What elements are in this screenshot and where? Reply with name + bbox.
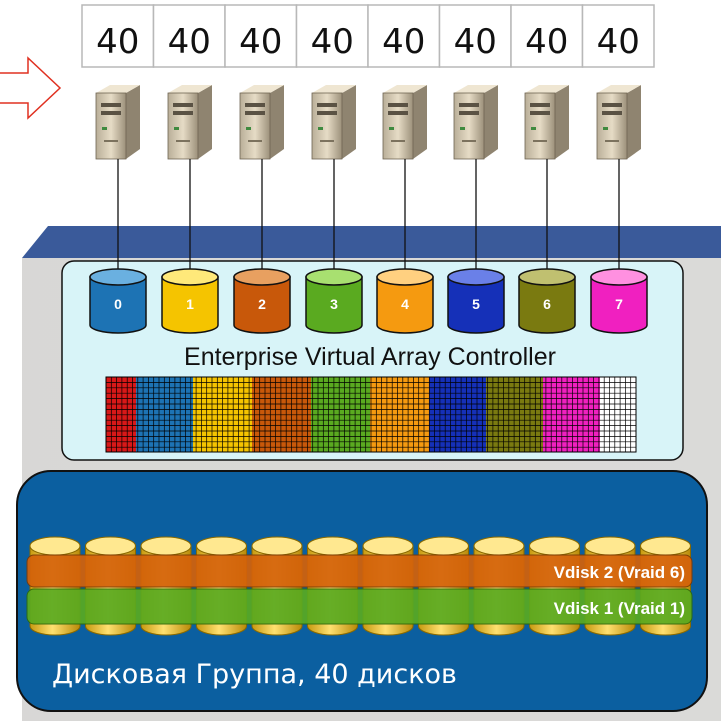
lun-cylinder-6: 6 bbox=[518, 268, 576, 334]
host-count-value: 40 bbox=[454, 22, 497, 62]
server-icon bbox=[453, 85, 498, 160]
lun-label: 4 bbox=[401, 296, 409, 312]
host-count-value: 40 bbox=[239, 22, 282, 62]
host-count-cell: 40 bbox=[81, 4, 155, 68]
virtualization-grid bbox=[105, 376, 637, 453]
lun-cylinder-4: 4 bbox=[376, 268, 434, 334]
lun-label: 5 bbox=[472, 296, 480, 312]
lun-label: 7 bbox=[615, 296, 623, 312]
lun-cylinder-7: 7 bbox=[590, 268, 648, 334]
host-count-value: 40 bbox=[96, 22, 139, 62]
lun-label: 3 bbox=[330, 296, 338, 312]
vdisk-1-label: Vdisk 1 (Vraid 1) bbox=[554, 599, 685, 618]
server-icon bbox=[311, 85, 356, 160]
host-count-value: 40 bbox=[311, 22, 354, 62]
host-count-cell: 40 bbox=[510, 4, 584, 68]
controller-label: Enterprise Virtual Array Controller bbox=[184, 343, 556, 371]
lun-cylinder-2: 2 bbox=[233, 268, 291, 334]
host-count-value: 40 bbox=[597, 22, 640, 62]
host-count-cell: 40 bbox=[295, 4, 369, 68]
vdisk-2-label: Vdisk 2 (Vraid 6) bbox=[554, 563, 685, 582]
hosts-arrow bbox=[0, 56, 62, 120]
host-count-value: 40 bbox=[168, 22, 211, 62]
host-count-cell: 40 bbox=[224, 4, 298, 68]
lun-label: 1 bbox=[186, 296, 194, 312]
host-count-cell: 40 bbox=[152, 4, 226, 68]
server-icon bbox=[524, 85, 569, 160]
grid-lines bbox=[105, 376, 637, 452]
vdisk-2-band: Vdisk 2 (Vraid 6) bbox=[26, 554, 693, 588]
host-count-row: 40 40 40 40 40 40 40 40 bbox=[81, 4, 655, 68]
lun-cylinders: 0 1 2 3 4 5 6 7 bbox=[89, 268, 648, 334]
host-servers bbox=[95, 85, 641, 160]
vdisk-1-band: Vdisk 1 (Vraid 1) bbox=[26, 588, 693, 625]
host-count-value: 40 bbox=[382, 22, 425, 62]
host-count-cell: 40 bbox=[581, 4, 655, 68]
server-icon bbox=[382, 85, 427, 160]
lun-cylinder-0: 0 bbox=[89, 268, 147, 334]
host-count-cell: 40 bbox=[438, 4, 512, 68]
array-cabinet-top bbox=[22, 226, 721, 258]
disk-group-label: Дисковая Группа, 40 дисков bbox=[52, 659, 457, 690]
server-icon bbox=[95, 85, 140, 160]
server-icon bbox=[239, 85, 284, 160]
host-cables bbox=[117, 159, 620, 276]
lun-label: 2 bbox=[258, 296, 266, 312]
lun-cylinder-5: 5 bbox=[447, 268, 505, 334]
server-icon bbox=[167, 85, 212, 160]
server-icon bbox=[596, 85, 641, 160]
host-count-value: 40 bbox=[525, 22, 568, 62]
lun-label: 0 bbox=[114, 296, 122, 312]
lun-cylinder-1: 1 bbox=[161, 268, 219, 334]
lun-cylinder-3: 3 bbox=[305, 268, 363, 334]
host-count-cell: 40 bbox=[367, 4, 441, 68]
lun-label: 6 bbox=[543, 296, 551, 312]
